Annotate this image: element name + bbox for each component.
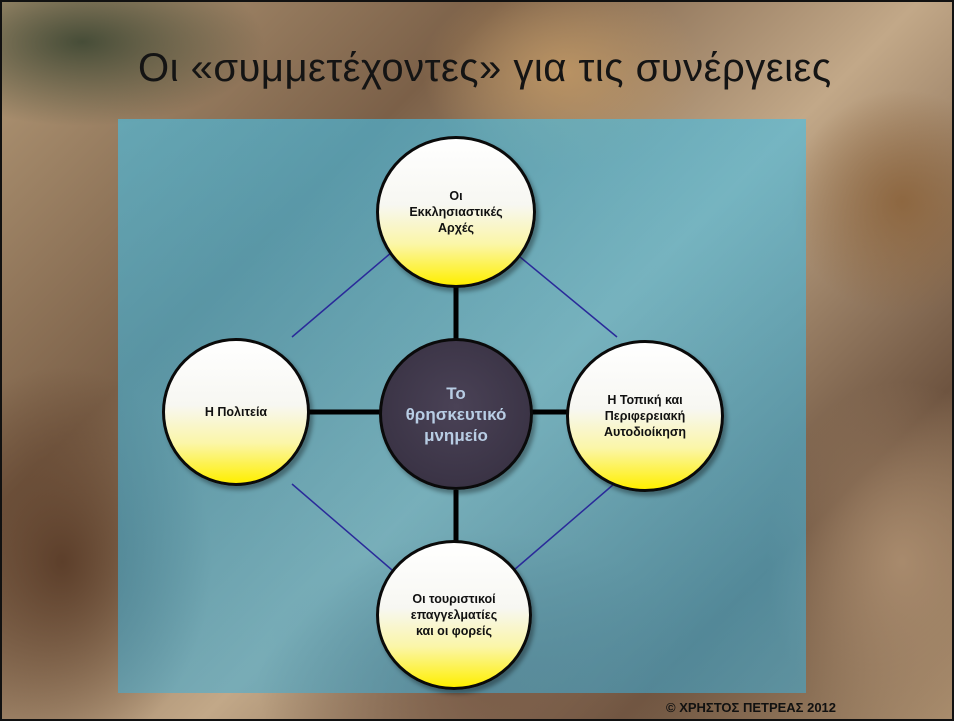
connector-bottom-left [291, 483, 393, 571]
node-tourism-professionals-label: Οι τουριστικοί επαγγελματίες και οι φορε… [410, 592, 498, 638]
node-local-government: Η Τοπική και Περιφερειακή Αυτοδιοίκηση [566, 340, 724, 492]
node-state: Η Πολιτεία [162, 338, 310, 486]
node-religious-monument: Το θρησκευτικό μνημείο [379, 338, 533, 490]
node-local-government-label: Η Τοπική και Περιφερειακή Αυτοδιοίκηση [603, 393, 687, 439]
slide-title: Οι «συμμετέχοντες» για τις συνέργειες [138, 46, 832, 90]
connector-right-bottom [513, 483, 615, 571]
node-church-authorities: Οι Εκκλησιαστικές Αρχές [376, 136, 536, 288]
node-tourism-professionals: Οι τουριστικοί επαγγελματίες και οι φορε… [376, 540, 532, 690]
copyright-notice: © ΧΡΗΣΤΟΣ ΠΕΤΡΕΑΣ 2012 [666, 700, 837, 715]
connector-top-right [513, 251, 618, 338]
connector-left-top [291, 251, 393, 338]
node-religious-monument-label: Το θρησκευτικό μνημείο [405, 383, 507, 445]
node-state-label: Η Πολιτεία [204, 405, 268, 419]
node-church-authorities-label: Οι Εκκλησιαστικές Αρχές [409, 189, 503, 235]
